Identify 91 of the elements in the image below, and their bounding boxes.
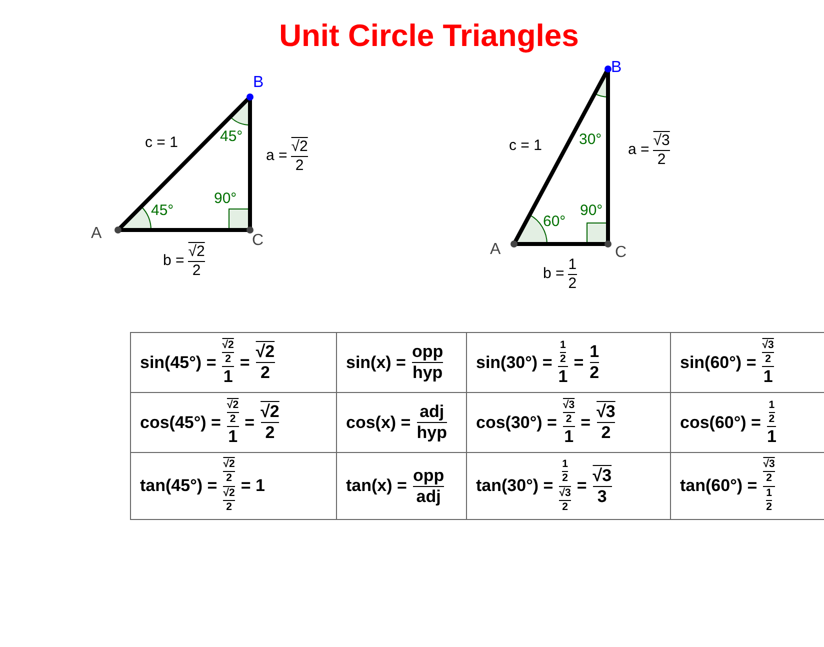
formula-text: √3: [763, 459, 775, 470]
formula-text: 1: [228, 428, 238, 446]
side-label: a =: [266, 148, 288, 164]
side-label: a =: [628, 142, 650, 158]
formula-text: adj: [416, 488, 441, 506]
formula-text: 2: [560, 354, 566, 365]
side-label: √2: [188, 244, 205, 260]
formula-text: tan(x) =: [346, 477, 407, 495]
formula-text: 1: [562, 459, 568, 470]
side-label: c = 1: [509, 138, 542, 154]
formula-text: 1: [768, 400, 775, 411]
formula-text: sin(60°) =: [680, 354, 756, 372]
formula-text: hyp: [412, 364, 443, 382]
formula-text: 2: [766, 502, 772, 513]
formula-text: 2: [562, 502, 568, 513]
formula-text: sin(30°) =: [476, 354, 552, 372]
formula-text: √2: [222, 340, 234, 351]
formula-text: 1: [766, 428, 776, 446]
side-label: c = 1: [145, 135, 178, 151]
formula-text: √3: [559, 488, 571, 499]
formula-text: 1: [558, 368, 568, 386]
formula-text: =: [240, 354, 250, 372]
angle-label: 60°: [543, 214, 566, 230]
angle-label: 30°: [579, 132, 602, 148]
formula-text: 2: [766, 473, 772, 484]
formula-text: 2: [562, 473, 568, 484]
vertex-label: A: [91, 226, 102, 243]
side-label: b =: [543, 266, 564, 282]
formula-text: 2: [566, 414, 572, 425]
angle-label: 90°: [214, 191, 237, 207]
side-label: 2: [657, 152, 666, 168]
formula-text: 2: [226, 473, 232, 484]
vertex-label: A: [490, 242, 501, 259]
formula-text: =: [574, 354, 584, 372]
formula-text: 2: [601, 424, 611, 442]
formula-text: √3: [762, 340, 774, 351]
formula-text: 2: [226, 502, 232, 513]
side-label: 1: [568, 257, 577, 273]
formula-text: cos(45°) =: [140, 414, 221, 432]
formula-text: 1: [223, 368, 233, 386]
vertex-label: B: [253, 75, 264, 92]
formula-text: =: [244, 414, 255, 432]
formula-text: cos(60°) =: [680, 414, 761, 432]
vertex-label: B: [611, 60, 622, 77]
side-label: 2: [568, 276, 577, 292]
formula-text: opp: [412, 343, 444, 361]
formula-text: 2: [765, 354, 771, 365]
formula-text: = 1: [240, 477, 265, 495]
formula-text: tan(60°) =: [680, 477, 758, 495]
formula-text: 1: [560, 340, 566, 351]
formula-text: tan(30°) =: [476, 477, 554, 495]
formula-text: 1: [564, 428, 574, 446]
formula-text: 2: [590, 364, 600, 382]
formula-text: 1: [763, 368, 773, 386]
formula-text: adj: [420, 403, 444, 421]
side-label: 2: [295, 158, 304, 174]
formula-text: cos(30°) =: [476, 414, 557, 432]
formula-text: 2: [265, 424, 275, 442]
side-label: 2: [192, 262, 201, 278]
formula-text: cos(x) =: [346, 414, 411, 432]
formula-text: 2: [768, 414, 775, 425]
vertex-label: C: [615, 245, 627, 262]
title: Unit Circle Triangles: [278, 18, 580, 54]
formula-text: tan(45°) =: [140, 477, 218, 495]
formula-text: 2: [260, 364, 270, 382]
formula-text: sin(x) =: [346, 354, 406, 372]
formula-text: opp: [412, 466, 444, 484]
formula-text: √3: [596, 403, 616, 421]
formula-text: 1: [766, 488, 772, 499]
vertex-label: C: [252, 233, 264, 250]
angle-label: 45°: [220, 129, 243, 145]
formula-text: =: [580, 414, 591, 432]
formula-text: sin(45°) =: [140, 354, 216, 372]
formula-text: √2: [223, 488, 235, 499]
formula-text: hyp: [416, 424, 447, 442]
formula-text: 2: [225, 354, 231, 365]
side-label: √2: [291, 139, 308, 155]
formula-text: √3: [592, 466, 612, 484]
side-label: b =: [163, 253, 184, 270]
formula-text: √2: [226, 400, 239, 411]
formula-text: √2: [256, 343, 275, 361]
formula-text: √3: [562, 400, 575, 411]
formula-text: 2: [230, 414, 236, 425]
formula-text: =: [576, 477, 587, 495]
angle-label: 45°: [151, 203, 174, 219]
formula-text: √2: [260, 403, 280, 421]
angle-label: 90°: [580, 203, 603, 219]
formula-text: √2: [223, 459, 235, 470]
formula-text: 3: [597, 488, 607, 506]
side-label: √3: [653, 133, 670, 149]
formula-text: 1: [590, 343, 600, 361]
